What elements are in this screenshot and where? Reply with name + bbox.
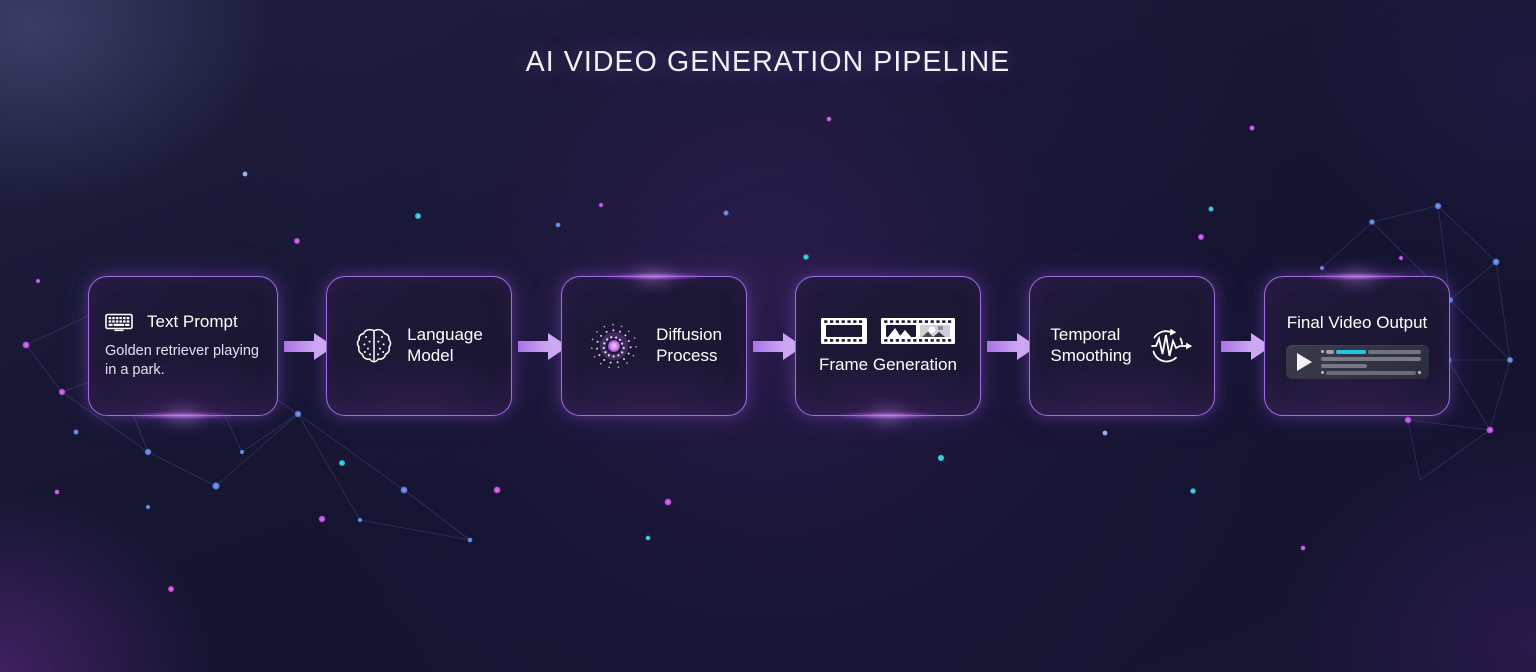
progress-track-short	[1320, 363, 1367, 368]
progress-dot	[1320, 350, 1324, 354]
pipeline-step-diffusion-process[interactable]: Diffusion Process	[561, 275, 747, 416]
play-button[interactable]	[1296, 353, 1312, 372]
flow-arrow-5	[1221, 333, 1271, 360]
step-title: Temporal Smoothing	[1050, 325, 1132, 365]
progress-track	[1320, 356, 1421, 361]
step-title: Final Video Output	[1286, 312, 1428, 332]
player-progress-group	[1320, 349, 1421, 375]
pipeline-flow: Text Prompt Golden retriever playing in …	[88, 275, 1452, 417]
step-title: Language Model	[407, 325, 483, 365]
flow-arrow-4	[987, 333, 1037, 360]
progress-row-2	[1320, 356, 1421, 361]
pipeline-step-language-model[interactable]: Language Model	[326, 276, 512, 416]
step-title: Diffusion Process	[656, 325, 722, 365]
progress-dot	[1320, 371, 1324, 375]
waveform-loop-icon	[1150, 328, 1192, 363]
keyboard-icon	[105, 313, 133, 331]
step-title: Frame Generation	[819, 355, 957, 375]
progress-cap	[1325, 349, 1334, 354]
step-title: Text Prompt	[147, 311, 238, 331]
video-player-icon[interactable]	[1285, 345, 1429, 380]
pipeline-step-frame-generation[interactable]: Frame Generation	[795, 276, 981, 417]
step-subtitle: Golden retriever playing in a park.	[105, 342, 259, 378]
flow-arrow-2	[518, 333, 568, 360]
spiral-vortex-icon	[591, 323, 638, 369]
progress-row-3	[1320, 363, 1421, 368]
brain-icon	[356, 328, 392, 363]
progress-fill-accent	[1335, 349, 1366, 354]
progress-row-4[interactable]	[1320, 370, 1421, 375]
progress-dot-end	[1417, 371, 1421, 375]
progress-track	[1325, 370, 1416, 375]
page-title: AI VIDEO GENERATION PIPELINE	[525, 46, 1011, 78]
flow-arrow-1	[284, 333, 334, 360]
pipeline-step-temporal-smoothing[interactable]: Temporal Smoothing	[1029, 276, 1215, 416]
film-strip-icon	[821, 318, 955, 345]
flow-arrow-3	[753, 333, 803, 360]
pipeline-step-text-prompt[interactable]: Text Prompt Golden retriever playing in …	[88, 276, 278, 417]
progress-row-1[interactable]	[1320, 349, 1421, 354]
progress-track	[1367, 349, 1421, 354]
pipeline-step-final-video-output[interactable]: Final Video Output	[1264, 275, 1450, 416]
